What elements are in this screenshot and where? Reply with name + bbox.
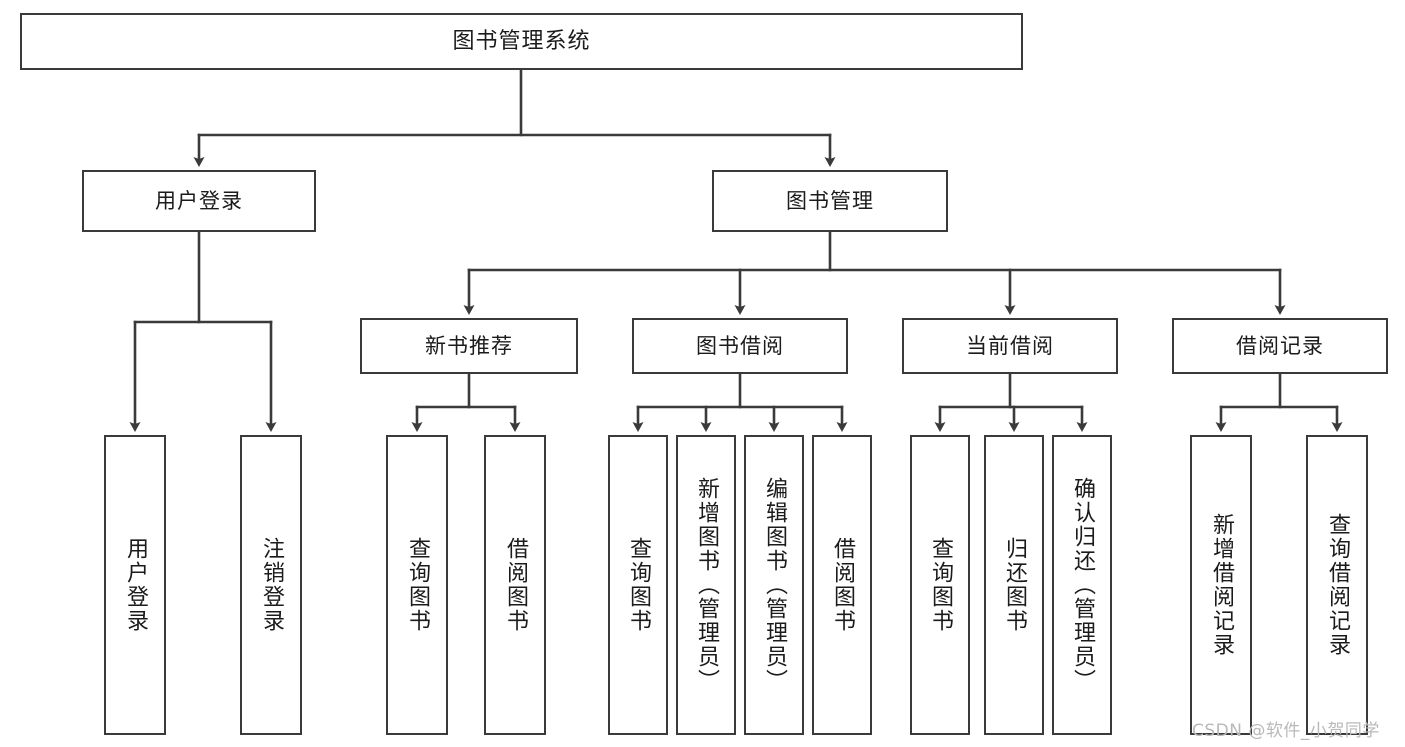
leaf-confirm-return-admin[interactable]: 确认归还（管理员） [1052, 435, 1112, 735]
leaf-query-borrow-record[interactable]: 查询借阅记录 [1306, 435, 1368, 735]
leaf-query-borrow-record-label: 查询借阅记录 [1324, 513, 1350, 657]
leaf-borrow-book-label: 借阅图书 [829, 537, 855, 633]
node-book-management-label: 图书管理 [786, 188, 874, 213]
leaf-return-book[interactable]: 归还图书 [984, 435, 1044, 735]
leaf-borrow-book-recommend-label: 借阅图书 [502, 537, 528, 633]
leaf-borrow-book-recommend[interactable]: 借阅图书 [484, 435, 546, 735]
leaf-query-book-recommend-label: 查询图书 [404, 537, 430, 633]
node-book-borrow-label: 图书借阅 [696, 333, 784, 358]
node-new-book-recommend[interactable]: 新书推荐 [360, 318, 578, 374]
leaf-query-book-recommend[interactable]: 查询图书 [386, 435, 448, 735]
leaf-query-book-current[interactable]: 查询图书 [910, 435, 970, 735]
leaf-query-book-borrow-label: 查询图书 [625, 537, 651, 633]
node-user-login-label: 用户登录 [155, 188, 243, 213]
node-current-borrow[interactable]: 当前借阅 [902, 318, 1118, 374]
leaf-return-book-label: 归还图书 [1001, 537, 1027, 633]
leaf-add-book-admin[interactable]: 新增图书（管理员） [676, 435, 736, 735]
leaf-user-login-label: 用户登录 [122, 537, 148, 633]
leaf-query-book-current-label: 查询图书 [927, 537, 953, 633]
leaf-add-book-admin-label: 新增图书（管理员） [693, 477, 719, 693]
node-borrow-record[interactable]: 借阅记录 [1172, 318, 1388, 374]
leaf-edit-book-admin[interactable]: 编辑图书（管理员） [744, 435, 804, 735]
node-book-management[interactable]: 图书管理 [712, 170, 948, 232]
csdn-watermark: CSDN @软件_小贺同学 [1192, 721, 1380, 741]
leaf-add-borrow-record[interactable]: 新增借阅记录 [1190, 435, 1252, 735]
leaf-query-book-borrow[interactable]: 查询图书 [608, 435, 668, 735]
leaf-logout[interactable]: 注销登录 [240, 435, 302, 735]
leaf-user-login[interactable]: 用户登录 [104, 435, 166, 735]
leaf-edit-book-admin-label: 编辑图书（管理员） [761, 477, 787, 693]
node-root[interactable]: 图书管理系统 [20, 13, 1023, 70]
node-book-borrow[interactable]: 图书借阅 [632, 318, 848, 374]
node-new-book-recommend-label: 新书推荐 [425, 333, 513, 358]
leaf-borrow-book[interactable]: 借阅图书 [812, 435, 872, 735]
node-root-label: 图书管理系统 [452, 28, 591, 54]
leaf-add-borrow-record-label: 新增借阅记录 [1208, 513, 1234, 657]
node-borrow-record-label: 借阅记录 [1236, 333, 1324, 358]
node-current-borrow-label: 当前借阅 [966, 333, 1054, 358]
leaf-logout-label: 注销登录 [258, 537, 284, 633]
leaf-confirm-return-admin-label: 确认归还（管理员） [1069, 477, 1095, 693]
node-user-login[interactable]: 用户登录 [82, 170, 316, 232]
